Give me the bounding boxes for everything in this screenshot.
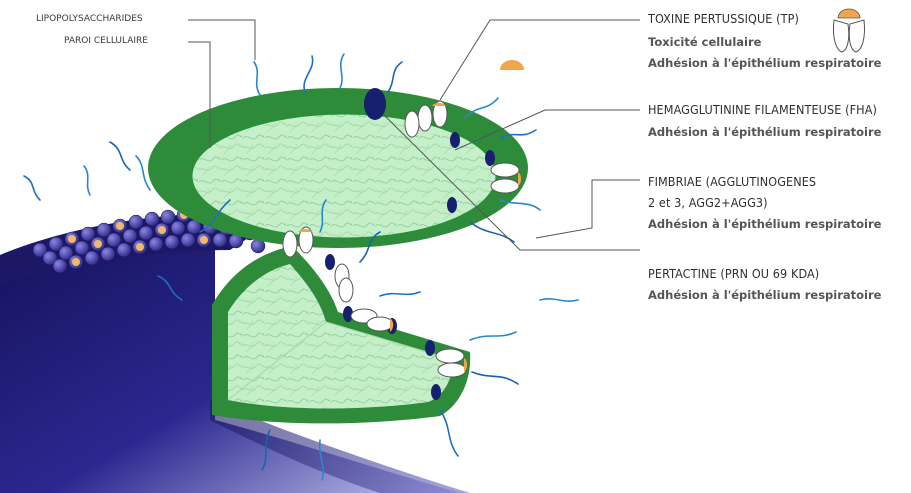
tp-desc-adhesion: Adhésion à l'épithélium respiratoire: [648, 58, 881, 70]
lps-label: LIPOPOLYSACCHARIDES: [36, 15, 143, 24]
tp-desc-toxicity: Toxicité cellulaire: [648, 37, 761, 49]
toxin-icon: [833, 9, 864, 52]
fha-title: HEMAGGLUTININE FILAMENTEUSE (FHA): [648, 104, 877, 117]
fimbriae-title: FIMBRIAE (AGGLUTINOGENES: [648, 176, 816, 189]
fimbriae-subtitle: 2 et 3, AGG2+AGG3): [648, 197, 768, 210]
pertactin-desc: Adhésion à l'épithélium respiratoire: [648, 290, 881, 302]
pertactin-title: PERTACTINE (PRN OU 69 KDA): [648, 268, 819, 281]
cell-wall-label: PAROI CELLULAIRE: [64, 37, 148, 46]
fha-desc: Adhésion à l'épithélium respiratoire: [648, 127, 881, 139]
fimbriae-desc: Adhésion à l'épithélium respiratoire: [648, 219, 881, 231]
tp-title: TOXINE PERTUSSIQUE (TP): [648, 13, 799, 26]
